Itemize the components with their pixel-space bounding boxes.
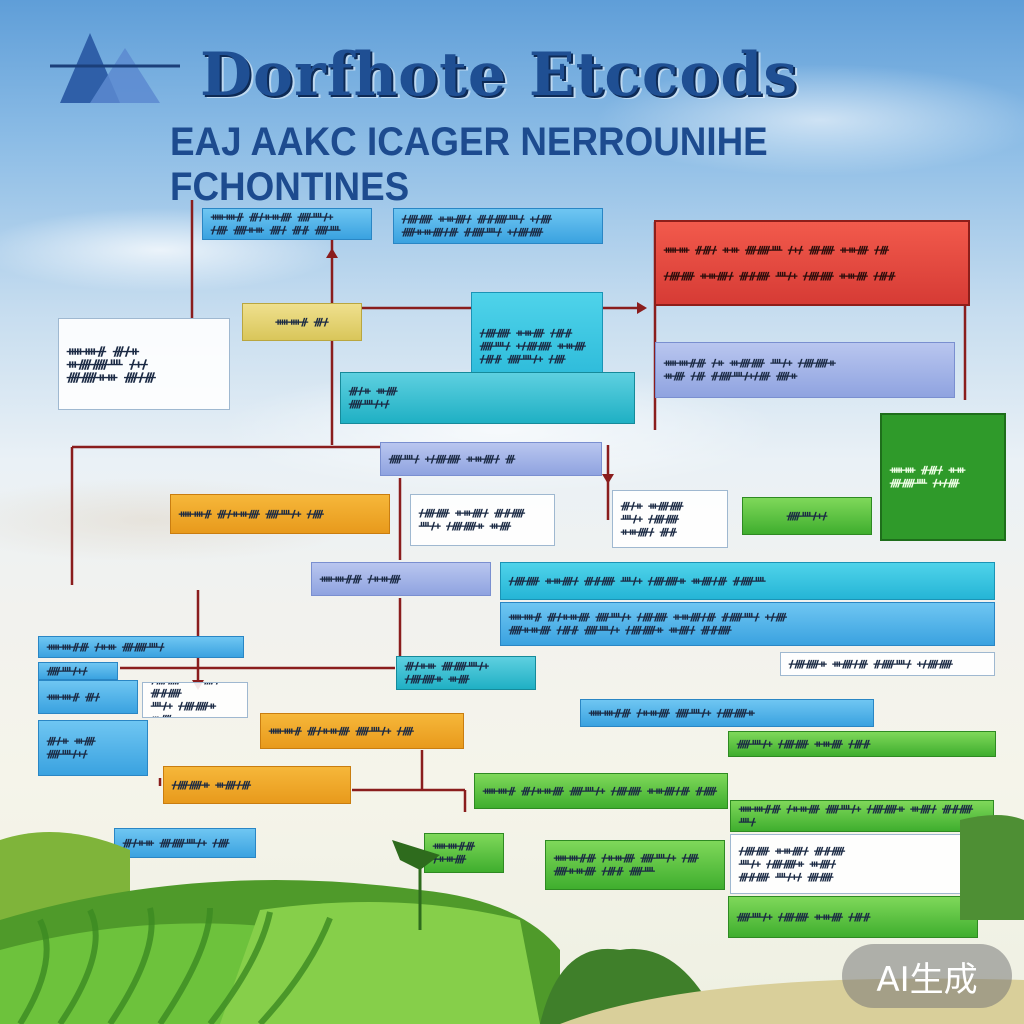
diagram-subtitle: EAJ AAKC ICAGER NERROUNIHE FCHONTINES (170, 120, 768, 209)
process-node: ᚋᚎᚏ ᚑᚒᚎᚋ ᚍᚌᚏ ᚉᚋᚐ ᚋᚎᚏᚑ ᚒᚎᚋᚍ ᚌᚏᚉ (500, 562, 995, 600)
process-node: ᚋᚎᚏ ᚑᚒᚎᚋ ᚍᚌᚏ ᚉᚋᚐ ᚋᚎᚏᚑ ᚒᚎ (142, 682, 248, 718)
process-node: ᚔᚓᚌᚍ ᚋᚑᚒᚎ ᚏᚉᚋᚐ ᚋᚎᚏᚑ (580, 699, 874, 727)
process-node: ᚔᚓᚌ ᚍᚋᚑᚒᚎ ᚏᚉᚋᚐ ᚋᚎᚏ ᚑᚒᚎᚋᚍ ᚌᚏᚉᚋ ᚐᚋᚎ ᚏᚑᚒᚎ ᚋ… (500, 602, 995, 646)
process-node: ᚔᚓᚌ ᚍᚋᚑᚒᚎ ᚏᚉᚋᚐ ᚋᚎ (260, 713, 464, 749)
process-node: ᚔᚓᚌᚍ ᚋᚑᚒ ᚎᚏᚉᚋ (38, 636, 244, 658)
process-node: ᚏᚉᚋᚐ ᚋᚎᚏ ᚑᚒᚎ ᚋᚍᚌ (728, 896, 978, 938)
process-node: ᚔᚓᚌᚍ ᚋᚑᚒᚎ (424, 833, 504, 873)
process-node: ᚏᚉᚋᚐᚋ (742, 497, 872, 535)
process-node: ᚏᚉᚋᚐ ᚋᚎᚏ ᚑᚒᚎ ᚋᚍᚌ (728, 731, 996, 757)
process-node: ᚔᚓᚌ ᚍᚋᚑ ᚒᚎᚏᚉ ᚋᚐᚋ ᚎᚏᚑᚒ ᚎᚋᚍ (58, 318, 230, 410)
process-node: ᚔᚓᚌ ᚍᚋᚑᚒᚎ ᚏᚉᚋᚐ ᚋᚎ ᚏᚑᚒ ᚎᚋ ᚍᚌ ᚏᚉ (202, 208, 372, 240)
process-node: ᚋᚎᚏᚑ ᚒᚎᚋᚍ ᚌᚏᚉᚋ ᚐᚋᚎᚏ (780, 652, 995, 676)
process-node: ᚏᚉᚋ ᚐᚋᚎᚏ ᚑᚒᚎᚋ ᚍ (380, 442, 602, 476)
process-node: ᚋᚎᚏ ᚑᚒᚎᚋ ᚍᚌᚏ ᚉᚋᚐ ᚋᚎᚏᚑ ᚒᚎᚋ ᚍᚌᚏ ᚉᚋᚐᚋ ᚎᚏ (730, 834, 970, 894)
process-node: ᚔᚓᚌᚍ ᚋᚑ ᚒᚎᚏ ᚉᚋᚐ ᚋᚎᚏᚑ ᚒᚎ ᚋᚍ ᚌᚏᚉᚋᚐᚋᚎ ᚏᚑ (655, 342, 955, 398)
process-node: ᚍᚋᚑᚒ ᚎᚏᚉᚋᚐ ᚋᚎᚏᚑ ᚒᚎ (396, 656, 536, 690)
process-node: ᚔᚓᚌ ᚍᚋ (242, 303, 362, 341)
process-node: ᚔᚓᚌ ᚍᚋᚑᚒᚎ ᚏᚉᚋᚐ ᚋᚎᚏ ᚑᚒᚎᚋᚍ ᚌᚏ (474, 773, 728, 809)
process-node: ᚏᚉᚋᚐᚋ (38, 662, 118, 680)
process-node: ᚋᚎᚏ ᚑᚒᚎᚋ ᚍᚌᚏ ᚉᚋᚐ ᚋᚎᚏᚑ ᚒᚎ (410, 494, 555, 546)
process-node: ᚍᚋᚑ ᚒᚎ ᚏᚉᚋᚐᚋ (38, 720, 148, 776)
process-node: ᚋᚎᚏᚑ ᚒᚎᚋᚍ (163, 766, 351, 804)
logo-icon (50, 33, 180, 103)
process-node: ᚔᚓ ᚌᚍᚋ ᚑᚒ ᚎᚏᚉ ᚋᚐᚋ ᚎᚏ ᚑᚒᚎ ᚋᚍ ᚋᚎᚏ ᚑᚒᚎᚋ ᚍᚌᚏ… (654, 220, 970, 306)
process-node: ᚍᚋᚑ ᚒᚎ ᚏᚉᚋᚐᚋ (340, 372, 635, 424)
process-node: ᚍᚋᚑᚒ ᚎᚏᚉᚋᚐ ᚋᚎ (114, 828, 256, 858)
process-node: ᚍᚋᚑ ᚒᚎᚏ ᚉᚋᚐ ᚋᚎᚏ ᚑᚒᚎᚋ ᚍᚌ (612, 490, 728, 548)
ai-generated-badge: AI生成 (842, 944, 1012, 1008)
diagram-title: Dorfhote Etccods (200, 40, 799, 110)
process-node: ᚔᚓ ᚌᚍᚋ ᚑᚒ ᚎᚏᚉ ᚋᚐᚋᚎ (880, 413, 1006, 541)
process-node: ᚋᚎᚏ ᚑᚒᚎᚋ ᚍᚌᚏᚉᚋ ᚐᚋᚎ ᚏᚑᚒᚎᚋᚍ ᚌᚏᚉᚋ ᚐᚋᚎᚏ (393, 208, 603, 244)
process-node: ᚔᚓᚌᚍ ᚋᚑᚒᚎ (311, 562, 491, 596)
process-node: ᚔᚓᚌ ᚍᚋᚑᚒᚎ ᚏᚉᚋᚐ ᚋᚎ (170, 494, 390, 534)
process-node: ᚔᚓᚌ ᚍᚋ (38, 680, 138, 714)
process-node: ᚔᚓᚌᚍ ᚋᚑᚒᚎ ᚏᚉᚋᚐ ᚋᚎ ᚏᚑᚒᚎ ᚋᚍᚌ ᚏᚉ (545, 840, 725, 890)
process-node: ᚔᚓᚌᚍ ᚋᚑᚒᚎ ᚏᚉᚋᚐ ᚋᚎᚏᚑ ᚒᚎᚋ ᚍᚌᚏ ᚉᚋ (730, 800, 994, 832)
